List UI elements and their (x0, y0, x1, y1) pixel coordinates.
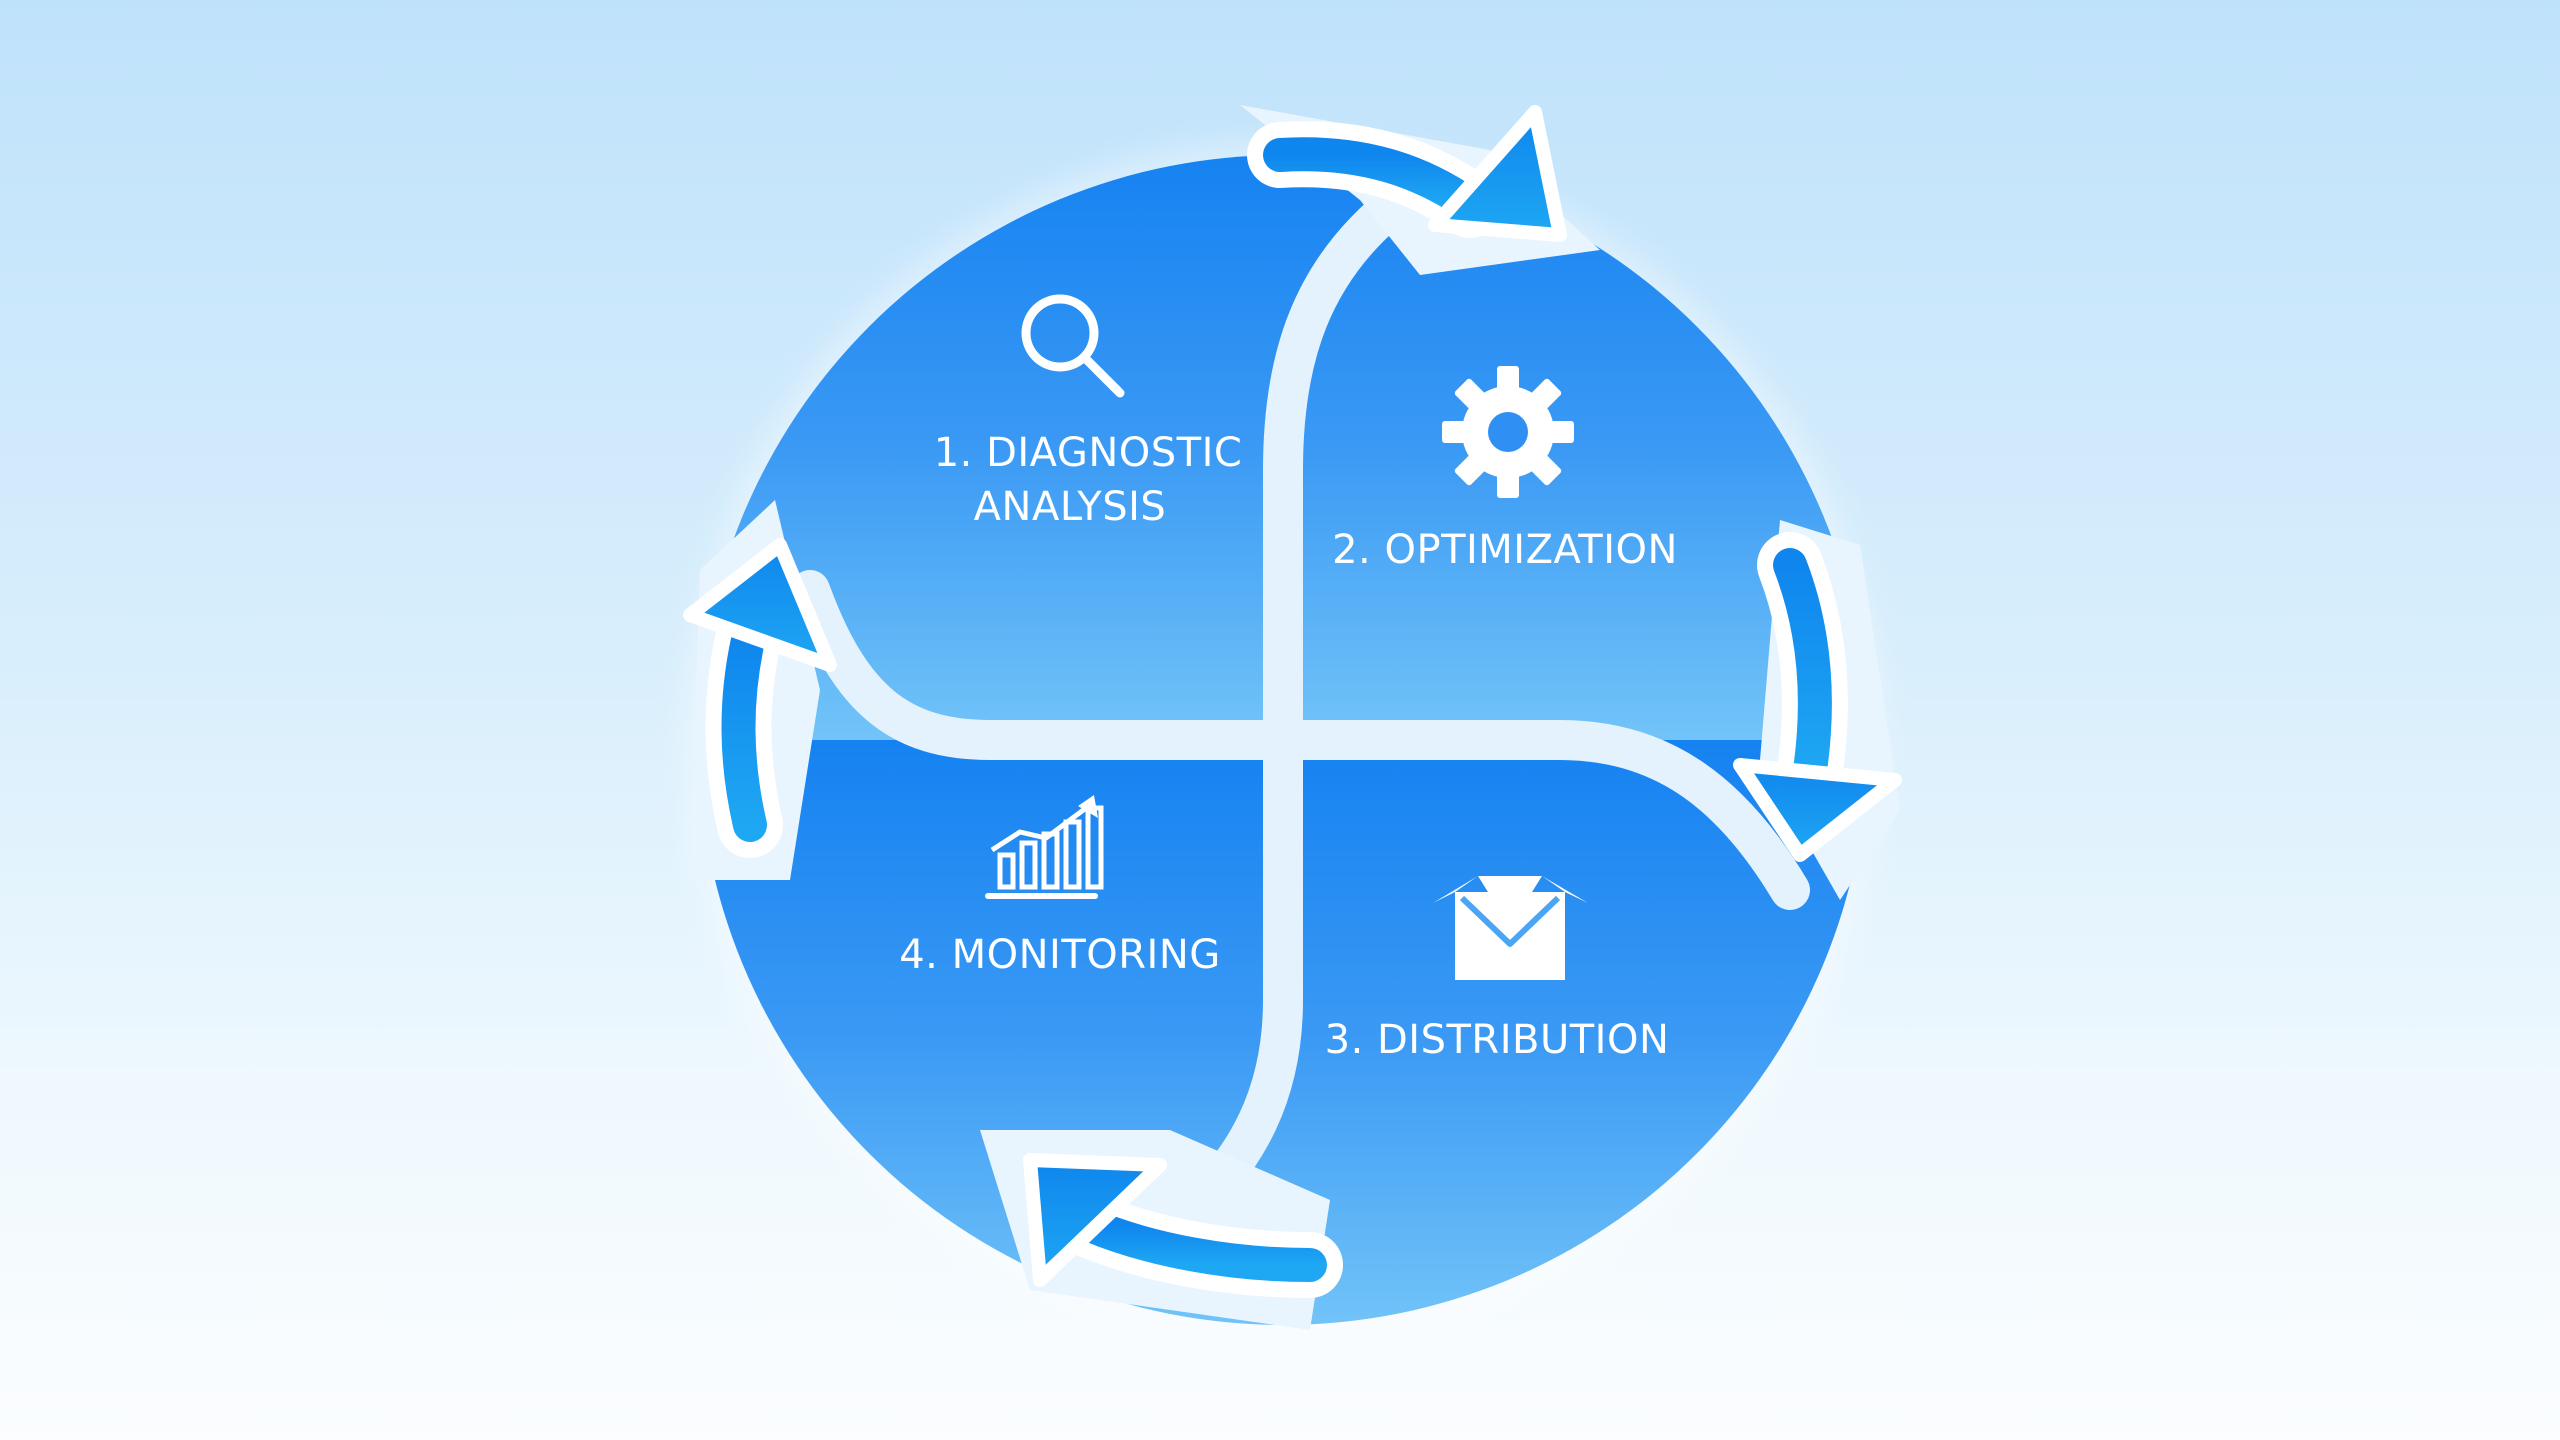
open-box-icon (1433, 876, 1588, 980)
step-label-distribution: 3. DISTRIBUTION (1325, 1017, 1670, 1063)
growth-chart-icon (985, 795, 1104, 899)
step-distribution[interactable]: 3. DISTRIBUTION (1325, 876, 1670, 1063)
step-label-diagnostic-line-2: ANALYSIS (974, 484, 1167, 530)
flow-arrow-3-to-4 (1023, 1153, 1343, 1298)
step-diagnostic-analysis[interactable]: 1. DIAGNOSTIC ANALYSIS (934, 294, 1243, 530)
flow-arrow-2-to-3 (1733, 532, 1902, 862)
flow-arrows (683, 105, 1902, 1298)
divider-left (790, 570, 1303, 760)
divider-right (1263, 720, 1810, 910)
divider-top (1263, 180, 1420, 760)
step-optimization[interactable]: 2. OPTIMIZATION (1332, 366, 1678, 573)
step-label-optimization: 2. OPTIMIZATION (1332, 527, 1678, 573)
gear-icon (1442, 366, 1574, 498)
flow-arrow-1-to-2 (1247, 105, 1567, 242)
step-monitoring[interactable]: 4. MONITORING (899, 795, 1221, 978)
flow-arrow-4-to-1 (683, 538, 837, 858)
search-icon (1021, 294, 1125, 398)
step-label-monitoring: 4. MONITORING (899, 932, 1221, 978)
step-label-diagnostic-line-1: 1. DIAGNOSTIC (934, 430, 1243, 476)
